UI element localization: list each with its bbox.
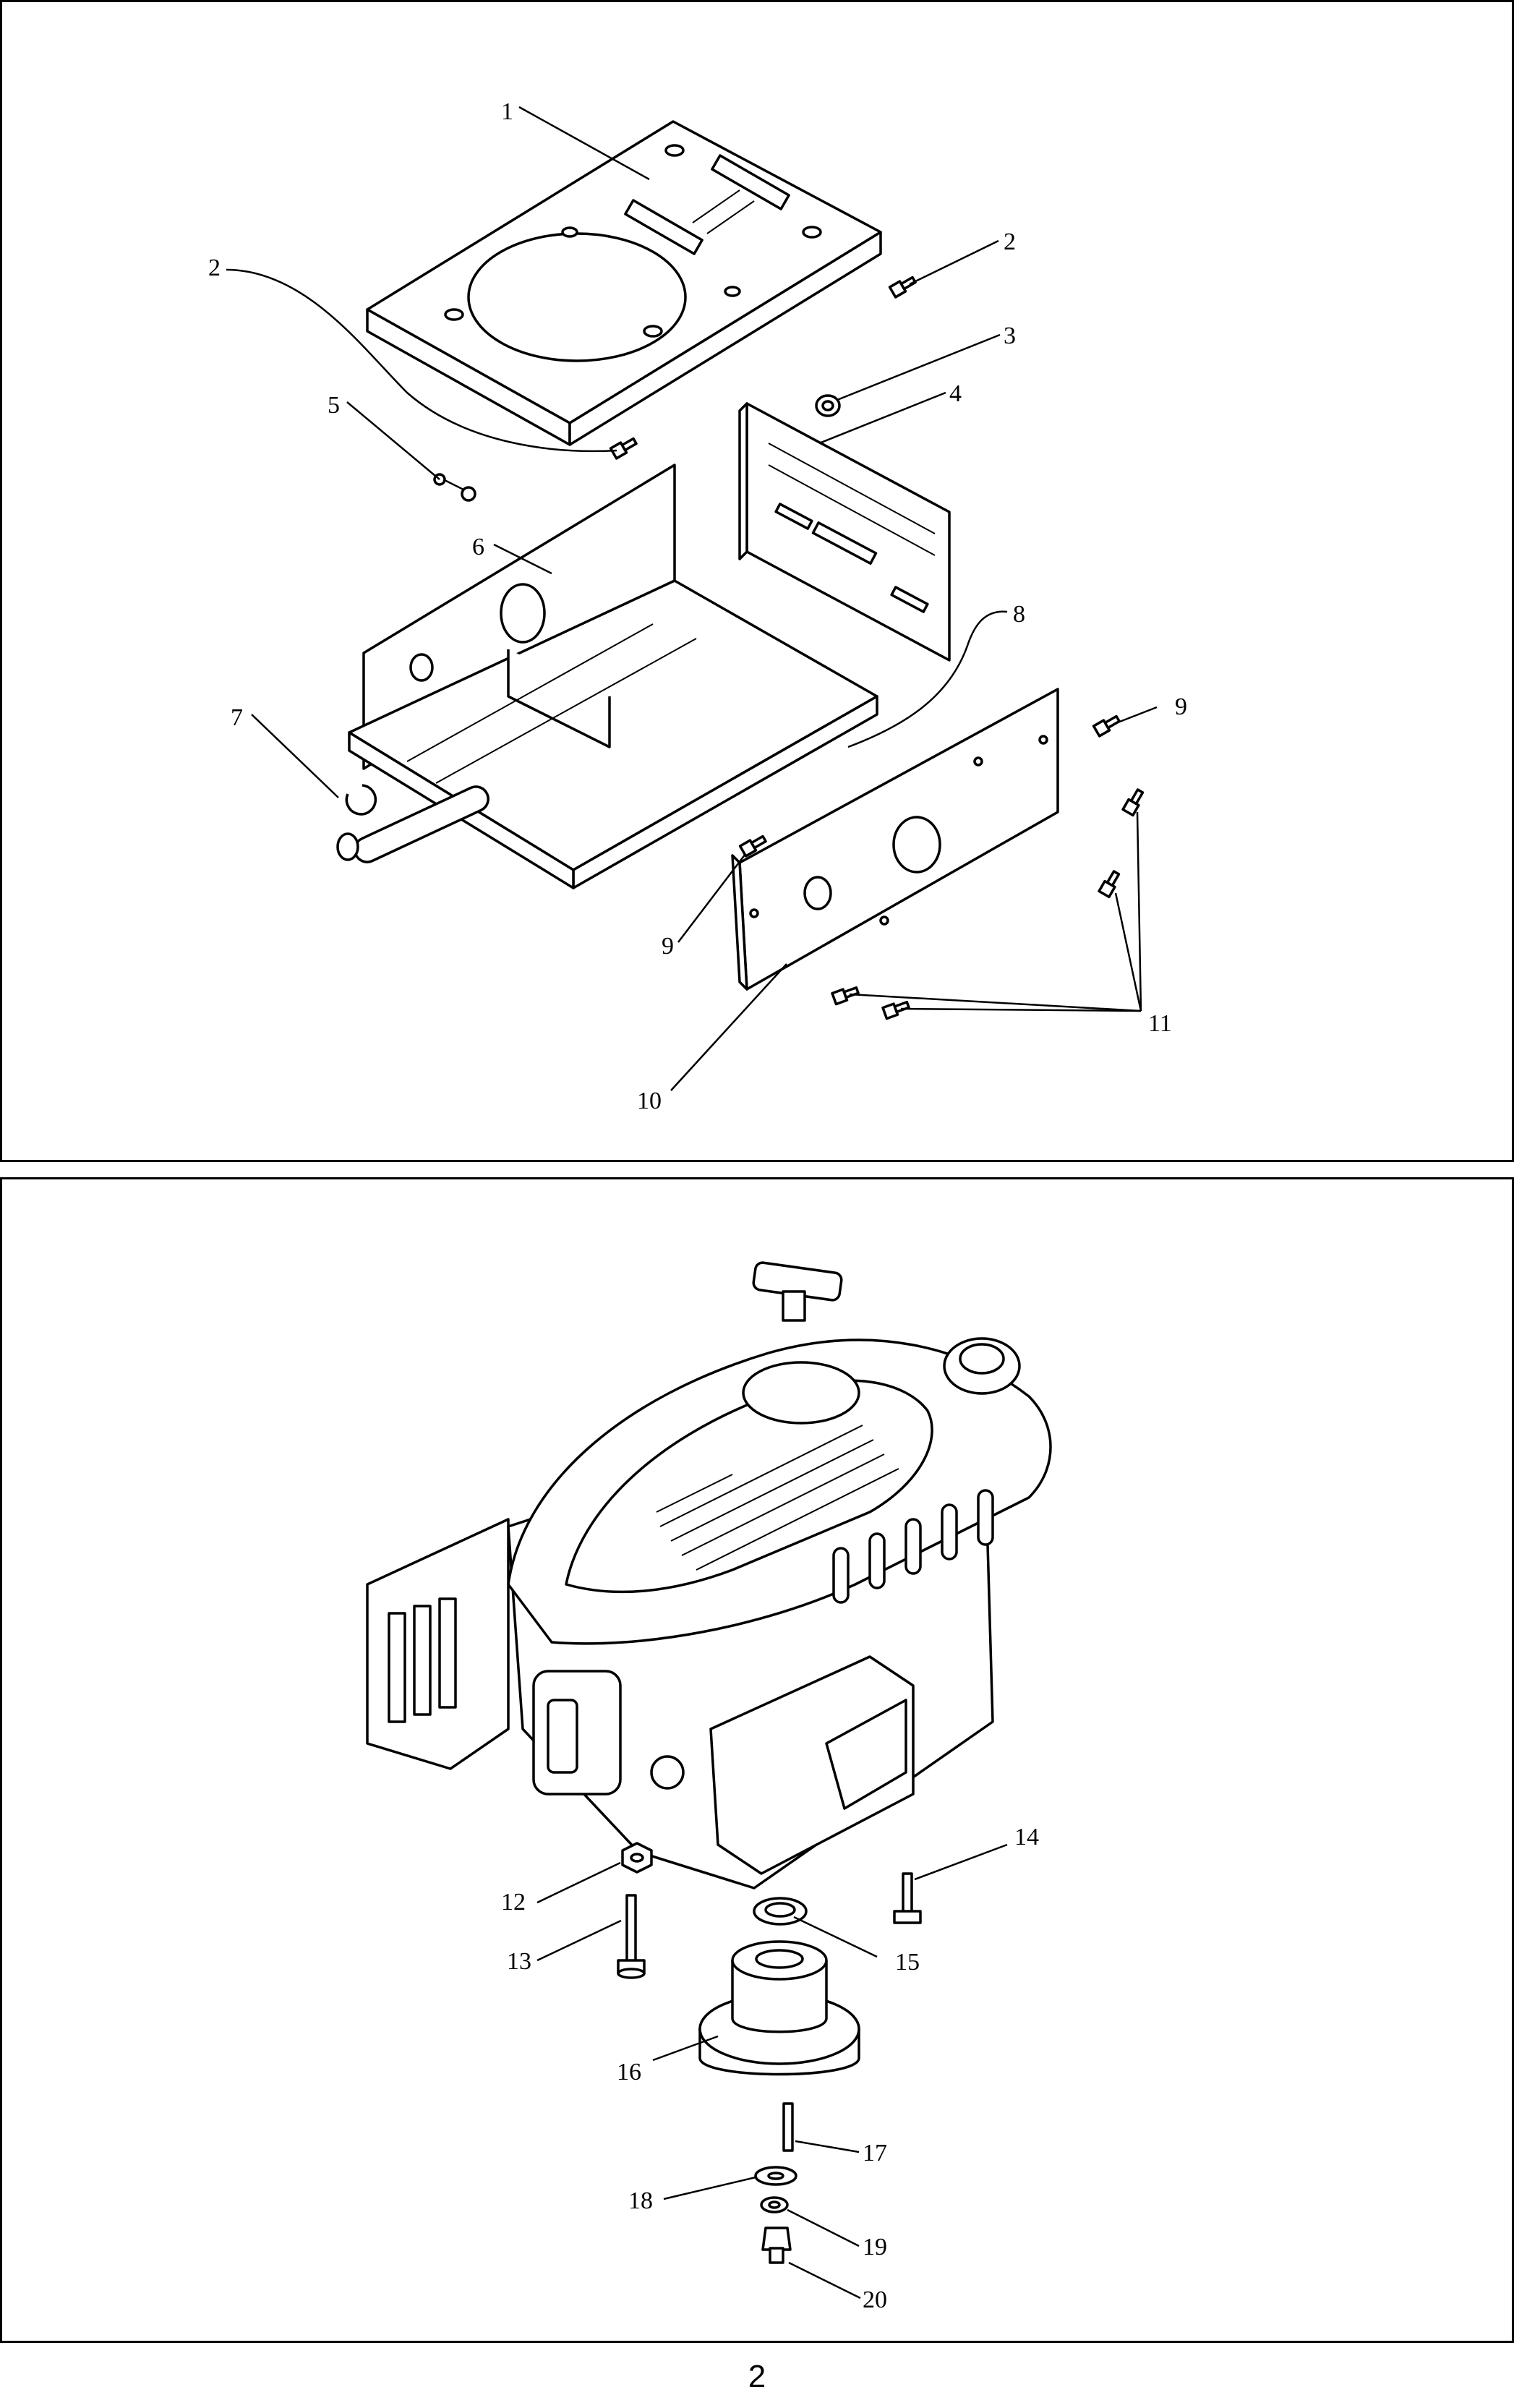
callout-17: 17 (863, 2140, 887, 2166)
engine-icon (366, 1261, 1052, 1890)
frame-exploded-view: 1 2 2 3 4 5 6 7 8 9 9 10 11 (208, 98, 1187, 1114)
spacer-ring-icon (753, 1897, 808, 1926)
lock-washer-icon (760, 2196, 789, 2213)
long-bolt-icon (617, 1894, 646, 1979)
callout-1: 1 (501, 98, 513, 125)
bolt-icon (609, 276, 1145, 1020)
pulley-icon (698, 1940, 860, 2076)
callout-3: 3 (1004, 323, 1016, 349)
callout-2b: 2 (1004, 229, 1016, 255)
callout-20: 20 (863, 2287, 887, 2313)
callout-12: 12 (501, 1889, 526, 1916)
callout-6: 6 (472, 534, 484, 560)
engine-exploded-view: 12 13 14 15 16 17 18 19 20 (366, 1261, 1052, 2313)
bottom-diagram-panel: 12 13 14 15 16 17 18 19 20 (0, 1177, 1514, 2343)
callout-2a: 2 (208, 255, 221, 281)
callout-5: 5 (328, 392, 340, 419)
spacer-icon (738, 402, 951, 662)
leader-lines (226, 106, 1158, 1091)
callout-15: 15 (895, 1949, 920, 1976)
callout-7: 7 (231, 704, 243, 731)
key-icon (782, 2102, 794, 2152)
callout-18: 18 (628, 2187, 653, 2214)
callout-9b: 9 (1175, 693, 1187, 720)
side-plate-icon (731, 688, 1059, 991)
clip-icon (345, 784, 377, 816)
leader-lines (536, 1843, 1008, 2300)
callout-13: 13 (507, 1948, 531, 1975)
page-number: 2 (748, 2359, 766, 2394)
nut-icon (621, 1842, 653, 1874)
callout-11: 11 (1148, 1010, 1172, 1037)
callout-19: 19 (863, 2234, 887, 2260)
callout-14: 14 (1014, 1824, 1039, 1850)
callout-10: 10 (637, 1088, 662, 1114)
pulley-bolt-icon (761, 2226, 792, 2264)
flat-washer-icon (754, 2166, 797, 2186)
washer-icon (815, 394, 841, 417)
callout-4: 4 (949, 380, 962, 407)
mounting-plate-icon (366, 120, 882, 446)
callout-16: 16 (617, 2059, 641, 2085)
pin-icon (433, 473, 476, 502)
top-diagram-panel: 1 2 2 3 4 5 6 7 8 9 9 10 11 (0, 0, 1514, 1162)
bolt-icon (893, 1872, 922, 1924)
callout-9a: 9 (662, 933, 674, 960)
callout-8: 8 (1013, 601, 1025, 628)
frame-icon (336, 464, 878, 889)
